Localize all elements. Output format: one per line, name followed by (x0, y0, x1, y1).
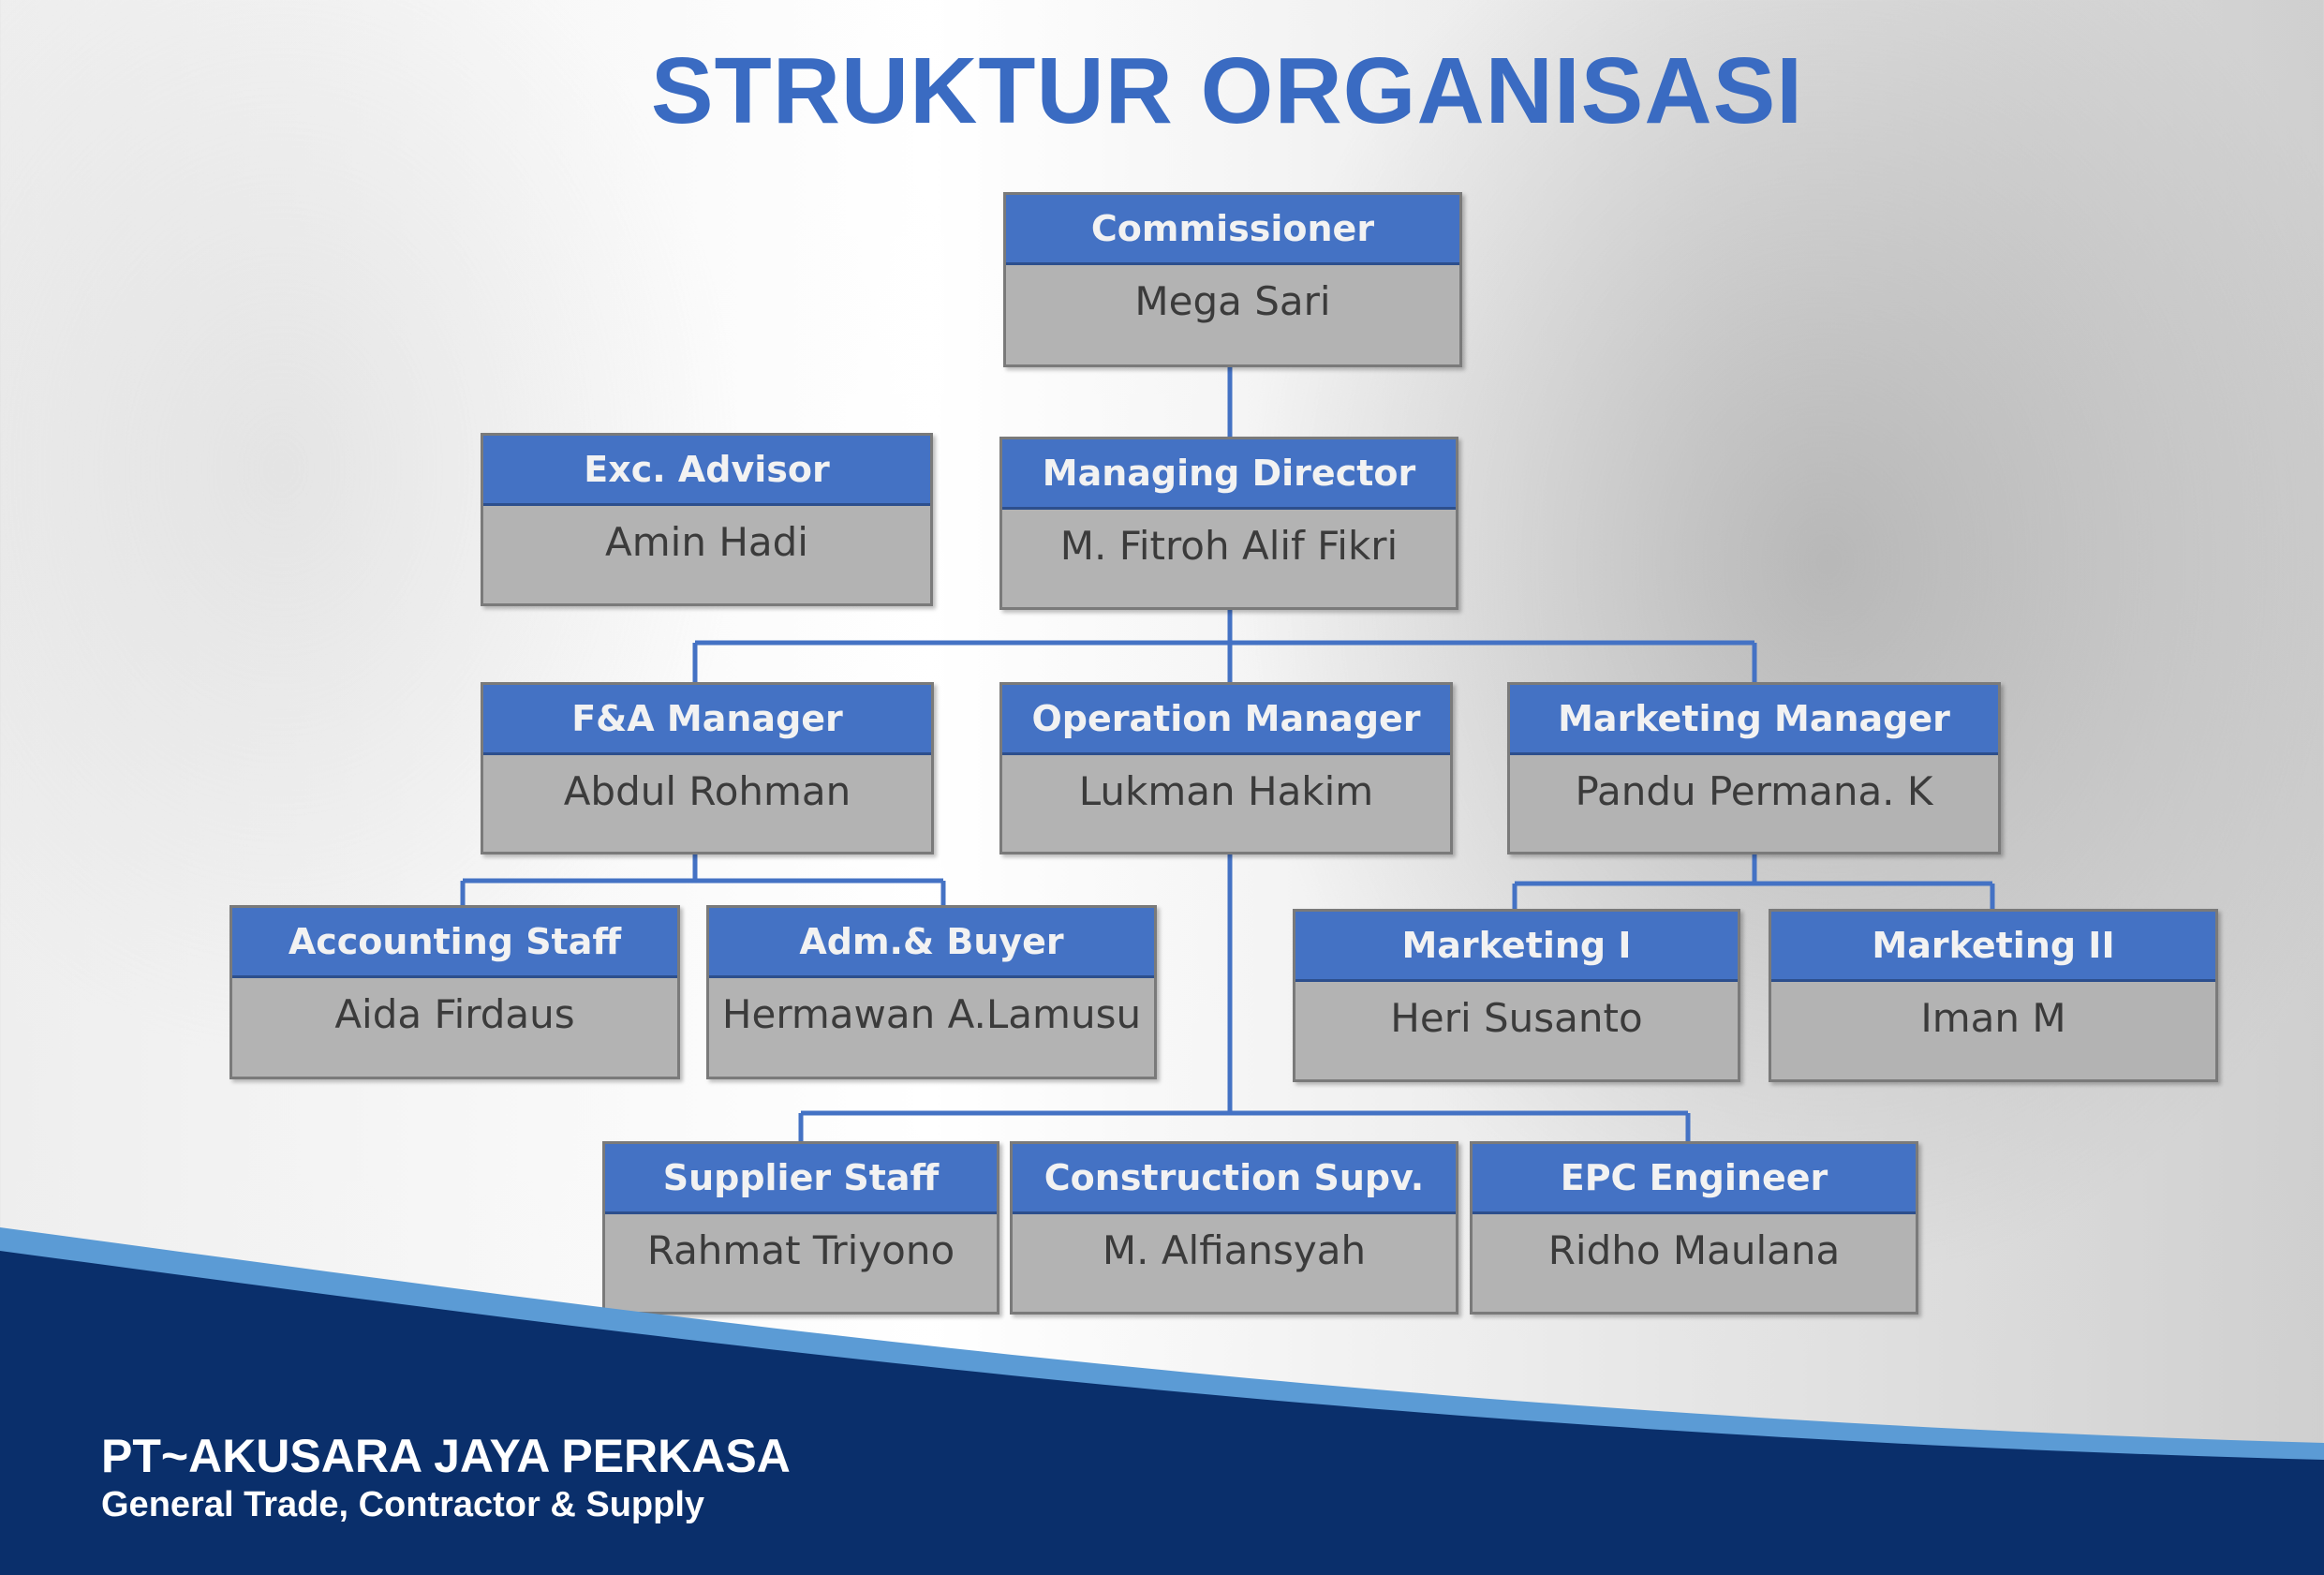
role-title: Accounting Staff (232, 908, 677, 978)
person-name: Lukman Hakim (1078, 768, 1374, 814)
person-name: Heri Susanto (1390, 995, 1643, 1041)
footer-dark-wave (0, 1251, 2324, 1575)
role-title: Construction Supv. (1013, 1144, 1456, 1214)
company-name: PT~AKUSARA JAYA PERKASA (101, 1430, 791, 1482)
node-supplier-staff: Supplier Staff Rahmat Triyono (602, 1141, 999, 1315)
node-marketing-1: Marketing I Heri Susanto (1293, 909, 1740, 1082)
node-epc-engineer: EPC Engineer Ridho Maulana (1470, 1141, 1918, 1315)
role-title: Supplier Staff (605, 1144, 997, 1214)
role-title: Operation Manager (1002, 685, 1450, 755)
person-name: Hermawan A.Lamusu (721, 991, 1142, 1037)
person-name: M. Alfiansyah (1102, 1227, 1367, 1273)
node-operation-manager: Operation Manager Lukman Hakim (999, 682, 1453, 854)
role-title: Adm.& Buyer (709, 908, 1154, 978)
node-marketing-2: Marketing II Iman M (1769, 909, 2218, 1082)
person-name: Rahmat Triyono (646, 1227, 955, 1273)
person-name: M. Fitroh Alif Fikri (1059, 523, 1399, 569)
node-commissioner: Commissioner Mega Sari (1003, 192, 1462, 367)
node-fa-manager: F&A Manager Abdul Rohman (481, 682, 934, 854)
role-title: EPC Engineer (1473, 1144, 1916, 1214)
node-marketing-manager: Marketing Manager Pandu Permana. K (1507, 682, 2001, 854)
person-name: Amin Hadi (605, 519, 808, 565)
role-title: F&A Manager (483, 685, 931, 755)
footer-band (0, 1227, 2324, 1575)
role-title: Managing Director (1002, 439, 1456, 510)
role-title: Marketing II (1771, 912, 2215, 982)
role-title: Marketing Manager (1510, 685, 1998, 755)
person-name: Ridho Maulana (1547, 1227, 1841, 1273)
role-title: Commissioner (1006, 195, 1459, 265)
role-title: Marketing I (1295, 912, 1738, 982)
node-exc-advisor: Exc. Advisor Amin Hadi (481, 433, 933, 606)
node-accounting-staff: Accounting Staff Aida Firdaus (229, 905, 680, 1079)
company-tagline: General Trade, Contractor & Supply (101, 1485, 705, 1524)
node-adm-buyer: Adm.& Buyer Hermawan A.Lamusu (706, 905, 1157, 1079)
node-managing-director: Managing Director M. Fitroh Alif Fikri (999, 437, 1458, 610)
person-name: Pandu Permana. K (1575, 768, 1933, 814)
person-name: Iman M (1920, 995, 2066, 1041)
role-title: Exc. Advisor (483, 436, 930, 506)
page-title: STRUKTUR ORGANISASI (650, 38, 1804, 143)
person-name: Abdul Rohman (563, 768, 851, 814)
person-name: Mega Sari (1134, 278, 1331, 324)
person-name: Aida Firdaus (334, 991, 575, 1037)
node-construction-supv: Construction Supv. M. Alfiansyah (1010, 1141, 1458, 1315)
